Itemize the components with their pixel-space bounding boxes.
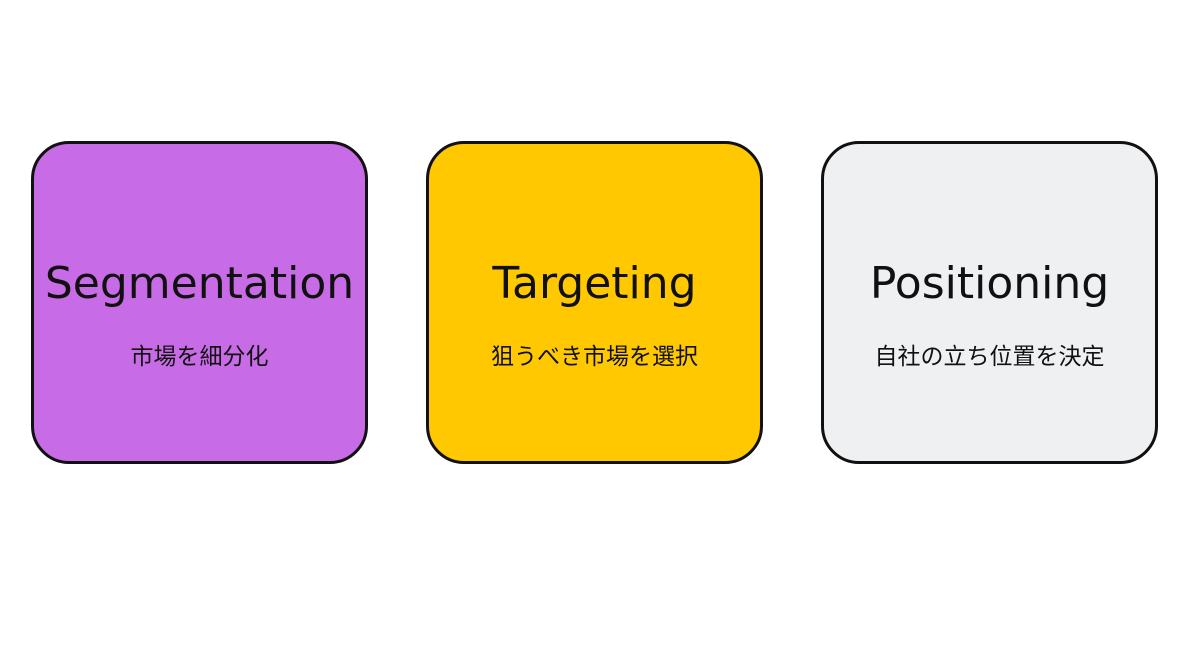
- positioning-card: Positioning 自社の立ち位置を決定: [821, 141, 1158, 464]
- targeting-subtitle: 狙うべき市場を選択: [491, 344, 698, 370]
- targeting-card: Targeting 狙うべき市場を選択: [426, 141, 763, 464]
- segmentation-card: Segmentation 市場を細分化: [31, 141, 368, 464]
- targeting-title: Targeting: [492, 258, 697, 309]
- positioning-title: Positioning: [869, 258, 1110, 309]
- positioning-subtitle: 自社の立ち位置を決定: [874, 344, 1105, 370]
- segmentation-title: Segmentation: [44, 258, 355, 309]
- segmentation-subtitle: 市場を細分化: [130, 344, 269, 370]
